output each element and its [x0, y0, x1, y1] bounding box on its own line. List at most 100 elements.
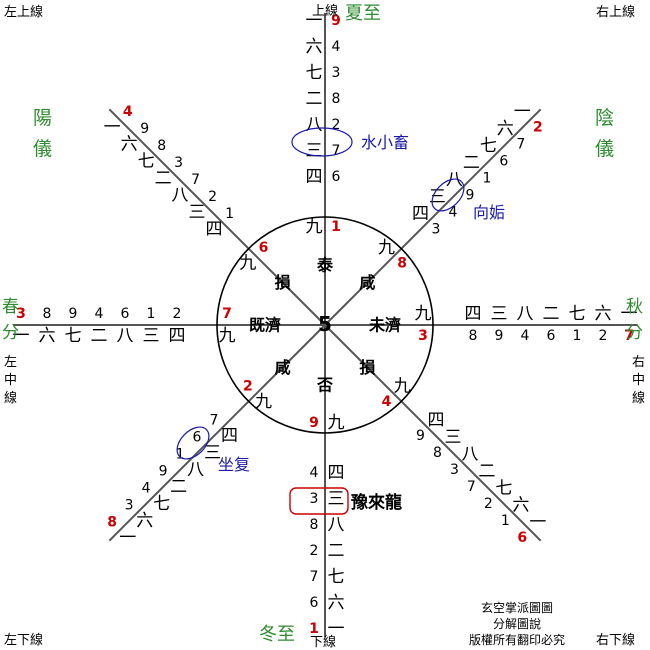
summer-solstice-label: 夏至	[345, 3, 381, 24]
axis-se-number-2: 3	[450, 462, 459, 478]
axis-s-number-4: 7	[310, 569, 319, 585]
right-middle-label-1: 右	[632, 355, 645, 370]
axis-e-number-2: 4	[521, 328, 530, 344]
axis-e-chinese-6: 一	[621, 304, 638, 324]
axis-w-number-4: 9	[69, 306, 78, 322]
axis-nw-number-2: 7	[191, 172, 200, 188]
dragon-annotation-box	[289, 487, 349, 515]
axis-ne-number-1: 4	[449, 205, 458, 221]
axis-n-chinese-5: 六	[306, 37, 323, 57]
axis-se-chinese-4: 七	[495, 478, 512, 498]
axis-nw-chinese-3: 二	[155, 169, 172, 189]
axis-e-chinese-4: 七	[569, 304, 586, 324]
axis-sw-chinese-0: 四	[221, 426, 238, 446]
axis-ne-chinese-6: 一	[514, 102, 531, 122]
axis-sw-number-2: 1	[176, 446, 185, 462]
axis-se-chinese-6: 一	[529, 512, 546, 532]
axis-ne-chinese-2: 八	[446, 170, 463, 190]
top-line-label: 上線	[312, 3, 338, 19]
axis-w-number-1: 1	[147, 306, 156, 322]
left-middle-label-2: 中	[4, 373, 17, 388]
axis-n-chinese-3: 二	[306, 89, 323, 109]
axis-e-number-3: 6	[547, 328, 556, 344]
axis-nw-number-1: 2	[208, 189, 217, 205]
inner-chinese-nw: 九	[239, 253, 256, 273]
axis-s-number-1: 3	[310, 491, 319, 507]
axis-se-chinese-5: 六	[512, 495, 529, 515]
inner-chinese-sw: 九	[255, 392, 272, 412]
water-annotation: 水小畜	[361, 133, 409, 152]
inner-number-sw: 2	[243, 379, 253, 395]
axis-sw-number-1: 6	[193, 429, 202, 445]
footer-line-2: 分解圖說	[493, 616, 541, 631]
inner-number-w: 7	[222, 306, 232, 322]
inner-number-s: 9	[309, 415, 319, 431]
axis-w-chinese-2: 八	[117, 326, 134, 346]
axis-se-number-5: 1	[501, 513, 510, 529]
axis-s-chinese-4: 七	[328, 567, 345, 587]
axis-se-number-3: 7	[467, 479, 476, 495]
axis-n-number-0: 6	[332, 169, 341, 185]
axis-nw-chinese-6: 一	[104, 118, 121, 138]
inner-number-se: 4	[382, 394, 392, 410]
axis-n-chinese-4: 七	[306, 63, 323, 83]
axis-sw-chinese-5: 六	[136, 511, 153, 531]
axis-ne-chinese-3: 二	[463, 153, 480, 173]
axis-line-se	[324, 324, 542, 542]
axis-s-number-0: 4	[310, 465, 319, 481]
axis-w-number-3: 4	[95, 306, 104, 322]
axis-nw-chinese-2: 八	[172, 186, 189, 206]
axis-n-number-3: 8	[332, 91, 341, 107]
axis-sw-chinese-4: 七	[153, 494, 170, 514]
left-middle-label-1: 左	[4, 355, 17, 370]
right-middle-label-3: 線	[632, 390, 645, 406]
autumn-equinox-label-1: 秋	[626, 297, 643, 317]
axis-sw-number-6: 8	[107, 514, 117, 530]
inner-number-e: 3	[418, 328, 428, 344]
axis-w-chinese-3: 二	[91, 326, 108, 346]
axis-ne-number-6: 2	[533, 120, 543, 136]
axis-ne-number-5: 7	[516, 137, 525, 153]
axis-n-number-6: 9	[331, 13, 341, 29]
footer-line-3: 版權所有翻印必究	[469, 632, 565, 647]
gou-annotation: 向姤	[473, 203, 505, 222]
inner-chinese-s: 九	[328, 413, 345, 433]
bottom-right-line-label: 右下線	[596, 632, 635, 648]
winter-solstice-label: 冬至	[259, 624, 295, 645]
axis-sw-chinese-2: 八	[187, 460, 204, 480]
hexagram-se: 損	[359, 358, 376, 377]
axis-se-chinese-0: 四	[428, 410, 445, 430]
axis-ne-number-3: 1	[482, 171, 491, 187]
axis-line-ne	[324, 108, 542, 326]
axis-s-chinese-1: 三	[328, 489, 345, 509]
hexagram-sw: 咸	[275, 358, 291, 377]
axis-nw-number-0: 1	[225, 206, 234, 222]
spring-equinox-label-1: 春	[2, 297, 19, 317]
axis-sw-chinese-6: 一	[119, 528, 136, 548]
axis-s-chinese-3: 二	[328, 541, 345, 561]
inner-chinese-w: 九	[219, 326, 236, 346]
axis-w-number-5: 8	[43, 306, 52, 322]
axis-w-chinese-5: 六	[39, 326, 56, 346]
axis-s-chinese-5: 六	[328, 593, 345, 613]
axis-line-nw	[108, 108, 326, 326]
axis-s-number-3: 2	[310, 543, 319, 559]
axis-n-chinese-2: 八	[306, 115, 323, 135]
hexagram-n: 泰	[316, 256, 334, 275]
center-number: 5	[318, 312, 332, 336]
fu-annotation-ellipse	[176, 426, 210, 460]
axis-nw-number-6: 4	[123, 104, 133, 120]
axis-w-chinese-4: 七	[65, 326, 82, 346]
hexagram-w: 既濟	[249, 316, 281, 335]
axis-ne-chinese-5: 六	[497, 119, 514, 139]
axis-n-number-4: 3	[332, 65, 341, 81]
water-annotation-ellipse	[291, 127, 353, 157]
axis-w-number-2: 6	[121, 306, 130, 322]
yin-label-1: 陰	[595, 107, 614, 129]
axis-nw-number-3: 3	[174, 155, 183, 171]
axis-s-number-5: 6	[310, 595, 319, 611]
inner-number-n: 1	[331, 219, 341, 235]
axis-nw-number-5: 9	[140, 121, 149, 137]
